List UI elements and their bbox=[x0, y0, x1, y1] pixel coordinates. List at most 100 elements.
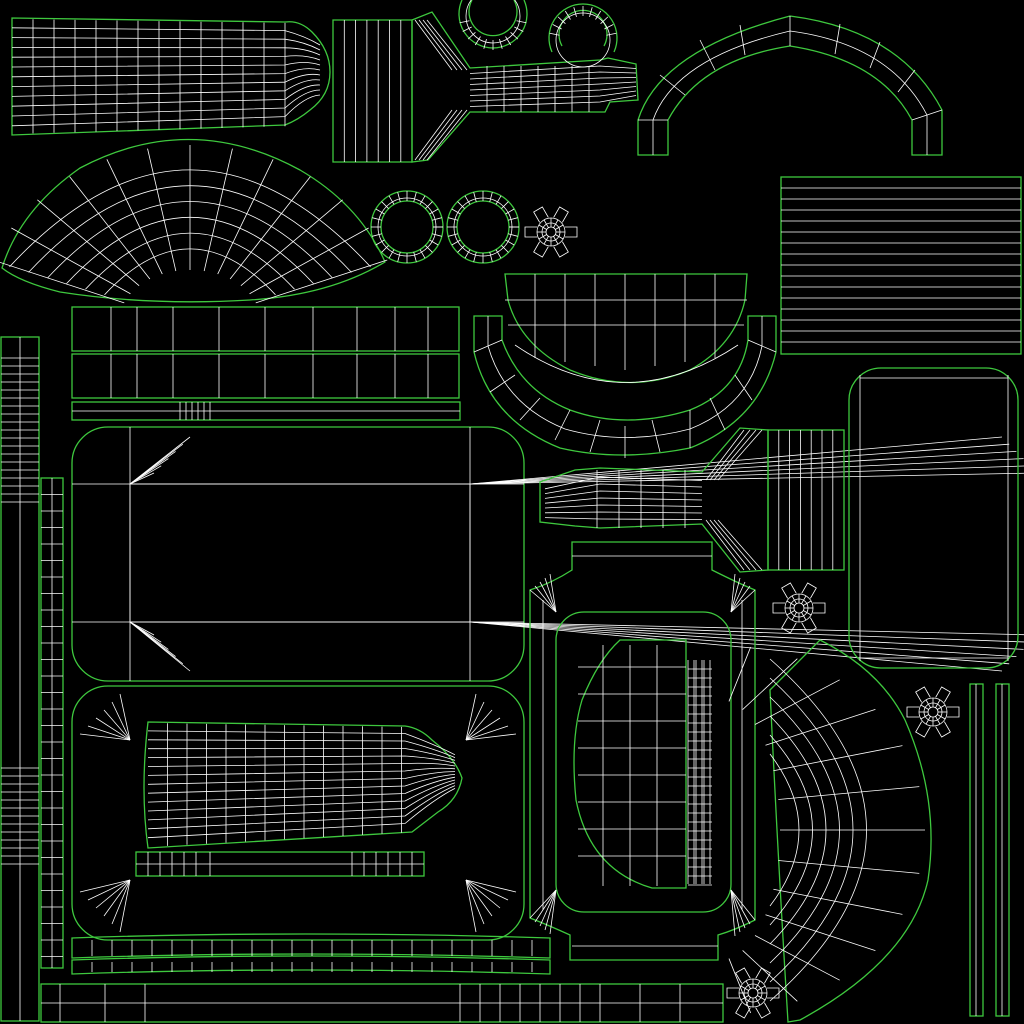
wire-edge bbox=[147, 779, 456, 812]
wire-edge bbox=[451, 208, 461, 215]
wire-edge bbox=[538, 234, 547, 240]
wire-edge bbox=[505, 208, 515, 215]
wire-edge bbox=[388, 195, 395, 205]
wire-edge bbox=[111, 701, 131, 741]
wire-edge bbox=[465, 879, 517, 893]
wire-edge bbox=[469, 621, 1024, 636]
wire-edge bbox=[432, 233, 442, 237]
wire-edge bbox=[514, 26, 524, 32]
wire-edge bbox=[79, 733, 131, 741]
wire-edge bbox=[549, 32, 560, 36]
wire-edge bbox=[717, 429, 763, 481]
wire-edge bbox=[651, 419, 661, 453]
wire-edge bbox=[539, 889, 557, 927]
wire-edge bbox=[465, 0, 521, 44]
wire-edge bbox=[372, 217, 382, 221]
wire-edge bbox=[217, 159, 274, 275]
wire-edge bbox=[469, 621, 1017, 657]
wire-edge bbox=[544, 517, 703, 520]
wire-edge bbox=[418, 19, 458, 71]
wire-edge bbox=[533, 241, 549, 258]
wire-edge bbox=[565, 226, 578, 238]
wire-edge bbox=[791, 612, 797, 621]
wire-edge bbox=[801, 612, 807, 621]
wire-edge bbox=[147, 748, 456, 761]
wire-edge bbox=[147, 788, 456, 839]
wire-edge bbox=[589, 7, 593, 18]
wire-edge bbox=[377, 197, 437, 257]
wire-edge bbox=[869, 41, 881, 69]
wire-edge bbox=[920, 704, 929, 710]
wire-edge bbox=[372, 233, 382, 237]
wire-edge bbox=[37, 199, 140, 286]
wire-edge bbox=[745, 980, 751, 989]
half-bowl-island bbox=[504, 273, 748, 384]
wire-edge bbox=[469, 458, 1024, 485]
wire-edge bbox=[801, 595, 807, 604]
wire-edge bbox=[553, 241, 569, 258]
wire-edge bbox=[544, 490, 703, 499]
sleeve-top-island bbox=[11, 17, 331, 136]
wire-edge bbox=[595, 10, 602, 20]
wire-edge bbox=[465, 879, 485, 925]
wire-edge bbox=[483, 38, 487, 49]
wire-edge bbox=[203, 148, 233, 272]
strap-fork-top-island bbox=[332, 11, 639, 163]
wire-edge bbox=[534, 585, 557, 613]
wire-edge bbox=[451, 239, 461, 246]
wire-edge bbox=[754, 679, 840, 725]
wire-edge bbox=[555, 12, 611, 68]
wire-edge bbox=[544, 497, 703, 504]
wire-edge bbox=[801, 582, 817, 599]
wire-edge bbox=[573, 7, 577, 18]
strap-fork-mid-island bbox=[539, 427, 845, 573]
wire-edge bbox=[11, 84, 321, 107]
wire-edge bbox=[730, 589, 756, 613]
wire-edge bbox=[469, 86, 637, 96]
wire-edge bbox=[95, 717, 131, 741]
wire-edge bbox=[501, 245, 509, 253]
wire-edge bbox=[781, 617, 797, 634]
wire-edge bbox=[104, 248, 276, 296]
wire-edge bbox=[564, 10, 571, 20]
wire-edge bbox=[705, 429, 745, 481]
sleeve-bottom-island bbox=[143, 721, 463, 849]
wire-edge bbox=[534, 889, 557, 923]
wire-edge bbox=[726, 987, 739, 999]
wire-edge bbox=[544, 483, 703, 494]
wire-edge bbox=[11, 68, 321, 78]
wire-edge bbox=[469, 472, 1024, 485]
wire-edge bbox=[801, 617, 817, 634]
wire-edge bbox=[106, 159, 163, 275]
wire-edge bbox=[129, 436, 191, 485]
wire-edge bbox=[462, 26, 472, 32]
wire-edge bbox=[103, 879, 131, 917]
wire-edge bbox=[147, 767, 456, 776]
wire-edge bbox=[920, 714, 929, 720]
striped-square-island bbox=[780, 176, 1022, 355]
wire-edge bbox=[448, 217, 458, 221]
wire-edge bbox=[529, 589, 557, 613]
wire-edge bbox=[495, 195, 502, 205]
wire-edge bbox=[419, 249, 426, 259]
wire-edge bbox=[473, 339, 503, 353]
wire-edge bbox=[524, 226, 537, 238]
star-c-island bbox=[906, 686, 960, 738]
wire-edge bbox=[11, 79, 321, 97]
wire-edge bbox=[397, 252, 401, 262]
wire-edge bbox=[418, 109, 458, 161]
wire-edge bbox=[543, 219, 549, 228]
wire-edge bbox=[413, 252, 417, 262]
wire-edge bbox=[544, 504, 703, 509]
wire-edge bbox=[469, 621, 1010, 665]
wire-edge bbox=[375, 239, 385, 246]
wire-edge bbox=[129, 472, 155, 485]
ring-top-a-island bbox=[458, 0, 528, 50]
wire-edge bbox=[713, 429, 757, 481]
wire-edge bbox=[11, 27, 321, 46]
wire-edge bbox=[604, 24, 614, 30]
wire-edge bbox=[765, 914, 876, 952]
wire-edge bbox=[717, 519, 763, 571]
wire-edge bbox=[129, 621, 191, 672]
